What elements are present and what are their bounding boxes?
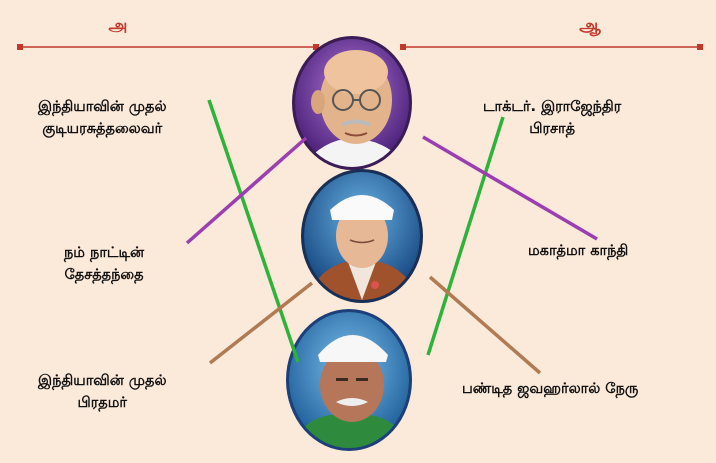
connector-green-right — [426, 116, 505, 356]
column-header-left: அ — [108, 16, 128, 36]
connector-brown-right — [428, 275, 542, 375]
column-header-right: ஆ — [579, 16, 601, 36]
connector-brown-left — [208, 281, 314, 365]
header-rule-left — [17, 44, 319, 50]
connector-green-left — [207, 99, 300, 363]
right-item-3: பண்டித ஜவஹர்லால் நேரு — [462, 381, 639, 397]
right-item-2: மகாத்மா காந்தி — [528, 243, 629, 259]
right-item-1: டாக்டர். இராஜேந்திர பிரசாத் — [483, 99, 622, 138]
left-item-2: நம் நாட்டின் தேசத்தந்தை — [64, 245, 145, 284]
header-rule-right — [400, 44, 703, 50]
left-item-1: இந்தியாவின் முதல் குடியரசுத்தலைவர் — [38, 99, 167, 138]
left-item-3: இந்தியாவின் முதல் பிரதமர் — [38, 373, 167, 412]
connector-purple-right — [422, 135, 598, 241]
connector-purple-left — [185, 136, 308, 245]
gandhi-portrait — [292, 36, 412, 170]
nehru-portrait — [301, 169, 423, 303]
rajendra-prasad-portrait — [286, 309, 412, 451]
